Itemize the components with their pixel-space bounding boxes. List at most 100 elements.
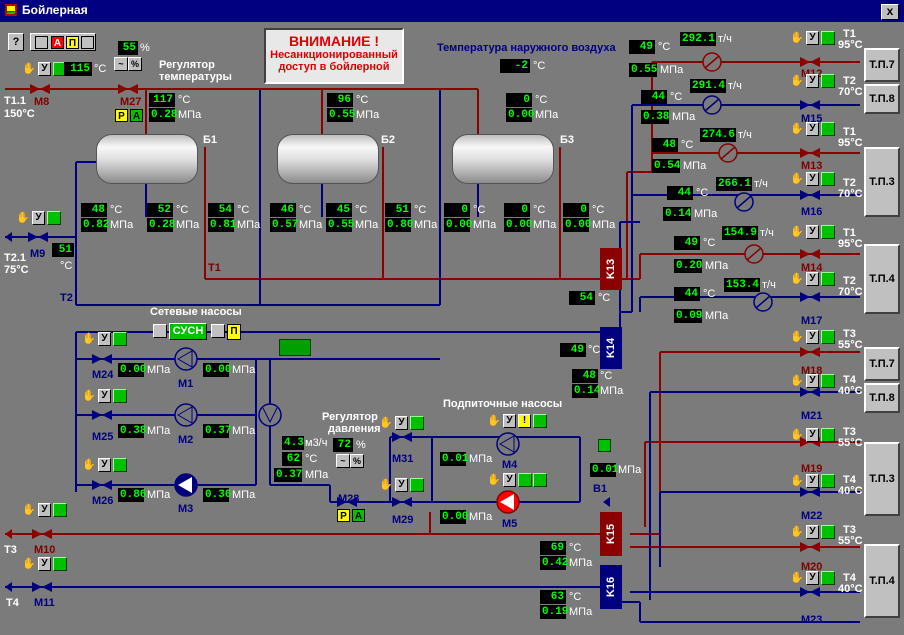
hand-icon[interactable]: ✋ xyxy=(790,75,804,87)
m23-status-indicator[interactable] xyxy=(821,571,835,585)
hand-icon[interactable]: ✋ xyxy=(16,212,30,224)
m12-mode-button[interactable]: У xyxy=(806,31,819,45)
hand-icon[interactable]: ✋ xyxy=(790,429,804,441)
m24-mode-button[interactable]: У xyxy=(98,332,111,346)
m14-mode-button[interactable]: У xyxy=(806,225,819,239)
hand-icon[interactable]: ✋ xyxy=(790,273,804,285)
press-reg-percent-button[interactable]: % xyxy=(350,454,364,468)
k16-collector[interactable]: K16 xyxy=(600,565,622,609)
m18-status-indicator[interactable] xyxy=(821,330,835,344)
hand-icon[interactable]: ✋ xyxy=(82,390,96,402)
hand-icon[interactable]: ✋ xyxy=(379,417,393,429)
k14-collector[interactable]: K14 xyxy=(600,327,622,369)
m31-status-indicator[interactable] xyxy=(410,416,424,430)
m20-status-indicator[interactable] xyxy=(821,525,835,539)
m12-status-indicator[interactable] xyxy=(821,31,835,45)
hand-icon[interactable]: ✋ xyxy=(790,475,804,487)
m4-mode-button[interactable]: У xyxy=(503,414,516,428)
hand-icon[interactable]: ✋ xyxy=(487,415,501,427)
substation-tp4-upper[interactable]: Т.П.4 xyxy=(864,244,900,314)
m17-status-indicator[interactable] xyxy=(821,272,835,286)
temp-reg-a-button[interactable]: А xyxy=(130,109,143,122)
substation-tp3-lower[interactable]: Т.П.3 xyxy=(864,442,900,516)
mode-a-button[interactable]: А xyxy=(51,36,64,49)
hand-icon[interactable]: ✋ xyxy=(790,572,804,584)
boiler-b3-tank[interactable] xyxy=(452,134,554,184)
m31-mode-button[interactable]: У xyxy=(395,416,408,430)
press-reg-auto-button[interactable]: ~ xyxy=(336,454,350,468)
m20-mode-button[interactable]: У xyxy=(806,525,819,539)
temp-reg-auto-button[interactable]: ~ xyxy=(114,57,128,71)
m13-status-indicator[interactable] xyxy=(821,122,835,136)
m5-status-indicator-1[interactable] xyxy=(518,473,532,487)
m25-mode-button[interactable]: У xyxy=(98,389,111,403)
substation-tp4-lower[interactable]: Т.П.4 xyxy=(864,544,900,618)
press-reg-a-button[interactable]: А xyxy=(352,509,365,522)
m24-status-indicator[interactable] xyxy=(113,332,127,346)
m29-mode-button[interactable]: У xyxy=(395,478,408,492)
substation-tp7-upper[interactable]: Т.П.7 xyxy=(864,48,900,82)
m19-mode-button[interactable]: У xyxy=(806,428,819,442)
substation-tp7-lower[interactable]: Т.П.7 xyxy=(864,347,900,381)
m23-mode-button[interactable]: У xyxy=(806,571,819,585)
hand-icon[interactable]: ✋ xyxy=(379,479,393,491)
close-button[interactable]: x xyxy=(881,4,899,20)
hand-icon[interactable]: ✋ xyxy=(790,526,804,538)
m10-mode-button[interactable]: У xyxy=(38,503,51,517)
m26-mode-button[interactable]: У xyxy=(98,458,111,472)
b1-status-indicator[interactable] xyxy=(598,439,611,452)
m4-status-indicator[interactable] xyxy=(533,414,547,428)
press-reg-p-button[interactable]: Р xyxy=(337,509,350,522)
m21-status-indicator[interactable] xyxy=(821,374,835,388)
m10-status-indicator[interactable] xyxy=(53,503,67,517)
m26-status-indicator[interactable] xyxy=(113,458,127,472)
hand-icon[interactable]: ✋ xyxy=(790,375,804,387)
m29-status-indicator[interactable] xyxy=(410,478,424,492)
m13-mode-button[interactable]: У xyxy=(806,122,819,136)
m15-status-indicator[interactable] xyxy=(821,74,835,88)
m5-status-indicator-2[interactable] xyxy=(533,473,547,487)
mode-monitor-icon[interactable] xyxy=(81,36,94,49)
m19-status-indicator[interactable] xyxy=(821,428,835,442)
net-pumps-right-button[interactable] xyxy=(211,324,225,338)
m22-status-indicator[interactable] xyxy=(821,474,835,488)
hand-icon[interactable]: ✋ xyxy=(790,226,804,238)
m22-mode-button[interactable]: У xyxy=(806,474,819,488)
hand-icon[interactable]: ✋ xyxy=(790,173,804,185)
m8-mode-button[interactable]: У xyxy=(38,62,51,76)
m21-mode-button[interactable]: У xyxy=(806,374,819,388)
hand-icon[interactable]: ✋ xyxy=(790,123,804,135)
m9-mode-button[interactable]: У xyxy=(32,211,45,225)
m18-mode-button[interactable]: У xyxy=(806,330,819,344)
m14-status-indicator[interactable] xyxy=(821,225,835,239)
substation-tp8-lower[interactable]: Т.П.8 xyxy=(864,383,900,413)
net-pumps-mode-button[interactable]: СУСН xyxy=(169,323,207,340)
hand-icon[interactable]: ✋ xyxy=(790,331,804,343)
substation-tp3-upper[interactable]: Т.П.3 xyxy=(864,147,900,217)
hand-icon[interactable]: ✋ xyxy=(22,63,36,75)
m15-mode-button[interactable]: У xyxy=(806,74,819,88)
hand-icon[interactable]: ✋ xyxy=(790,32,804,44)
temp-reg-p-button[interactable]: Р xyxy=(115,109,128,122)
hand-icon[interactable]: ✋ xyxy=(22,558,36,570)
hand-icon[interactable]: ✋ xyxy=(82,333,96,345)
boiler-b1-tank[interactable] xyxy=(96,134,198,184)
m16-mode-button[interactable]: У xyxy=(806,172,819,186)
hand-icon[interactable]: ✋ xyxy=(22,504,36,516)
net-pumps-left-button[interactable] xyxy=(153,324,167,338)
m5-mode-button[interactable]: У xyxy=(503,473,516,487)
m4-alarm-icon[interactable]: ! xyxy=(518,414,531,428)
mode-p-button[interactable]: П xyxy=(66,36,79,49)
mode-blank[interactable] xyxy=(35,36,48,49)
boiler-b2-tank[interactable] xyxy=(277,134,379,184)
m16-status-indicator[interactable] xyxy=(821,172,835,186)
k15-collector[interactable]: K15 xyxy=(600,512,622,556)
k13-collector[interactable]: K13 xyxy=(600,248,622,290)
m25-status-indicator[interactable] xyxy=(113,389,127,403)
m17-mode-button[interactable]: У xyxy=(806,272,819,286)
hand-icon[interactable]: ✋ xyxy=(487,474,501,486)
temp-reg-percent-button[interactable]: % xyxy=(128,57,142,71)
net-pumps-p-button[interactable]: П xyxy=(227,324,241,340)
m11-status-indicator[interactable] xyxy=(53,557,67,571)
substation-tp8-upper[interactable]: Т.П.8 xyxy=(864,84,900,114)
